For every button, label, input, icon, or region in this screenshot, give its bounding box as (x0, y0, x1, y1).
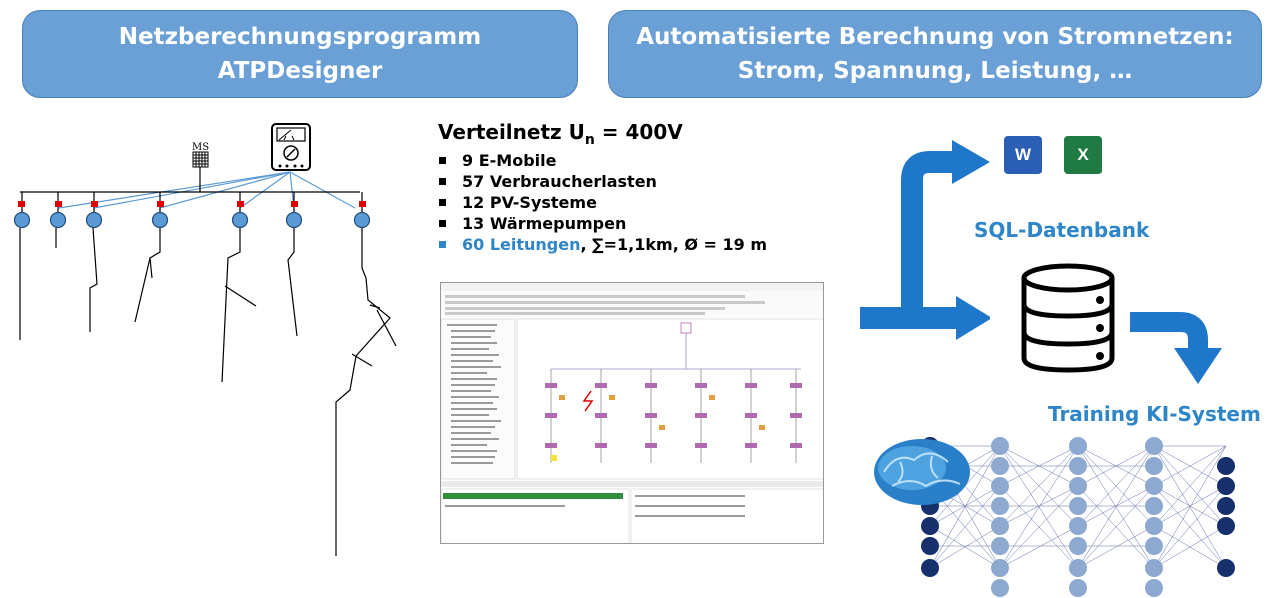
header-calculation-line1: Automatisierte Berechnung von Stromnetze… (636, 24, 1234, 50)
atpdesigner-screenshot-drawing (441, 283, 823, 543)
ki-training-label: Training KI-System (1048, 402, 1261, 426)
neural-network-diagram (874, 437, 1235, 597)
list-item-highlight: 60 Leitungen, ∑=1,1km, Ø = 19 m (438, 234, 767, 255)
network-title-prefix: Verteilnetz U (438, 120, 585, 144)
network-title-suffix: = 400V (594, 120, 683, 144)
arrow-down-icon (1174, 348, 1222, 384)
brain-icon (874, 439, 970, 505)
network-component-list: 9 E-Mobile 57 Verbraucherlasten 12 PV-Sy… (438, 150, 767, 255)
list-item: 12 PV-Systeme (438, 192, 767, 213)
sql-database-label: SQL-Datenbank (974, 218, 1150, 242)
arrow-to-ki (1130, 312, 1222, 384)
header-program-line2: ATPDesigner (217, 58, 383, 84)
word-icon: W (1004, 136, 1042, 174)
network-diagram (13, 123, 397, 556)
list-item: 9 E-Mobile (438, 150, 767, 171)
database-icon (1021, 263, 1115, 373)
atpdesigner-screenshot (440, 282, 824, 544)
header-calculation-line2: Strom, Spannung, Leistung, … (737, 58, 1133, 84)
arrow-to-database-icon (956, 296, 990, 340)
ms-transformer-icon (192, 151, 209, 168)
header-program-line1: Netzberechnungsprogramm (118, 24, 482, 50)
excel-icon: X (1064, 136, 1102, 174)
list-item: 13 Wärmepumpen (438, 213, 767, 234)
ms-label: MS (192, 142, 210, 153)
list-item-highlight-rest: , ∑=1,1km, Ø = 19 m (580, 235, 768, 254)
switch-markers (18, 201, 366, 207)
measurement-lines (58, 171, 356, 209)
load-nodes (13, 211, 371, 229)
header-box-calculation: Automatisierte Berechnung von Stromnetze… (608, 10, 1262, 98)
list-item-highlight-text: 60 Leitungen (462, 235, 581, 254)
arrow-to-documents-icon (952, 140, 990, 184)
network-title: Verteilnetz Un = 400V (438, 120, 683, 148)
network-title-subscript: n (584, 132, 595, 148)
measurement-device-icon (271, 123, 311, 171)
header-box-program: Netzberechnungsprogramm ATPDesigner (22, 10, 578, 98)
list-item: 57 Verbraucherlasten (438, 171, 767, 192)
flow-arrows (860, 140, 990, 340)
hidden-layer-nodes (991, 437, 1163, 597)
busbar-feeders (19, 167, 397, 556)
